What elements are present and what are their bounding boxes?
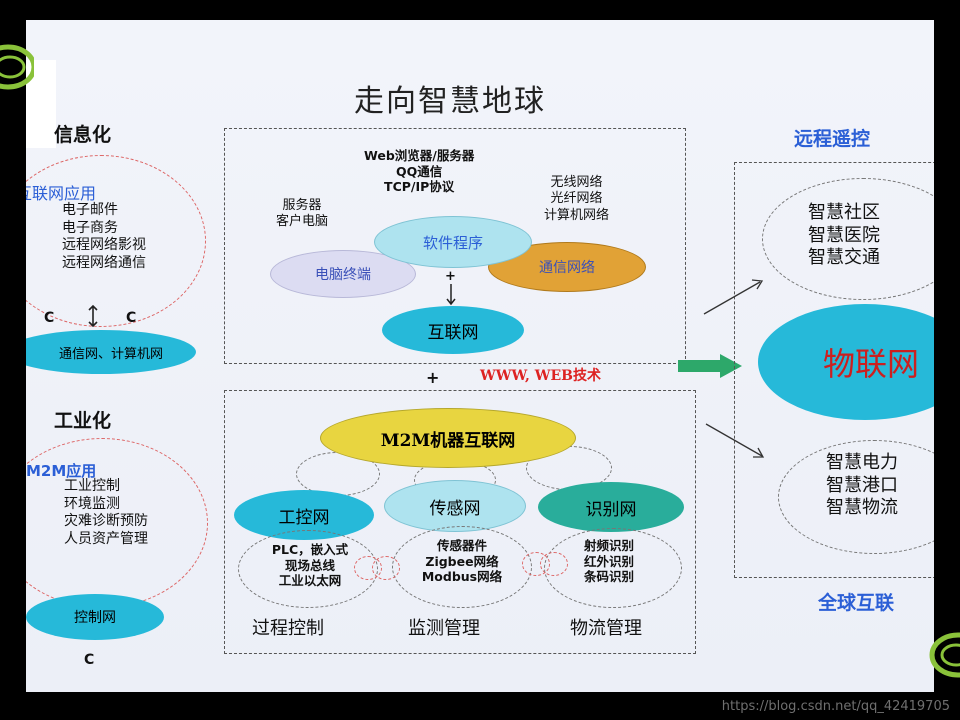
m2m-app-label: M2M应用 <box>26 462 97 480</box>
iot-label: 物联网 <box>822 345 919 383</box>
internet-app-label: 互联网应用 <box>26 184 97 203</box>
internet-app-item: 远程网络通信 <box>62 254 146 271</box>
iot-oval: 物联网 <box>758 304 934 420</box>
rfid-line: 红外识别 <box>583 553 634 569</box>
plc-lines: PLC，嵌入式 现场总线 工业以太网 <box>252 542 368 589</box>
web-protocol-lines: Web浏览器/服务器 QQ通信 TCP/IP协议 <box>364 148 474 195</box>
smart-bottom-item: 智慧物流 <box>826 497 898 518</box>
green-swirl-logo <box>929 632 960 678</box>
green-arrow-icon <box>678 354 742 378</box>
telecom-network-oval: 通信网、计算机网 <box>26 330 196 374</box>
software-oval: 软件程序 <box>374 216 532 268</box>
sensor-line: 传感器件 <box>436 538 487 553</box>
plc-line: 工业以太网 <box>278 573 342 589</box>
internet-label: 互联网 <box>427 322 479 343</box>
control-network-label: 控制网 <box>74 610 116 626</box>
internet-app-item: 远程网络影视 <box>62 237 146 253</box>
rfid-lines: 射频识别 红外识别 条码识别 <box>566 538 652 585</box>
m2m-app-item: 环境监测 <box>64 495 120 512</box>
web-protocol-line: QQ通信 <box>396 163 443 179</box>
c-label-bottom: C <box>84 652 95 668</box>
plc-line: 现场总线 <box>284 557 335 573</box>
wireless-lines: 无线网络 光纤网络 计算机网络 <box>544 175 609 224</box>
smart-top-item: 智慧社区 <box>808 202 880 223</box>
plc-line: PLC，嵌入式 <box>271 542 349 557</box>
comm-network-oval: 通信网络 <box>488 242 646 292</box>
bidirectional-arrow-icon <box>88 304 98 328</box>
identification-net-oval: 识别网 <box>538 482 684 532</box>
web-tech-label: WWW, WEB技术 <box>480 368 601 384</box>
m2m-box <box>224 390 696 654</box>
identification-net-label: 识别网 <box>585 499 637 520</box>
link-circle <box>372 556 400 580</box>
sensor-line: Modbus网络 <box>421 569 503 585</box>
middle-plus: + <box>426 368 440 387</box>
smart-bottom-list: 智慧电力 智慧港口 智慧物流 <box>826 452 898 520</box>
sensor-net-label: 传感网 <box>429 498 481 519</box>
smart-bottom-item: 智慧电力 <box>826 452 898 473</box>
link-circle <box>540 552 568 576</box>
sensor-line: Zigbee网络 <box>425 553 499 569</box>
telecom-network-label: 通信网、计算机网 <box>58 346 163 362</box>
watermark-url: https://blog.csdn.net/qq_42419705 <box>721 699 950 714</box>
control-network-oval: 控制网 <box>26 594 164 640</box>
iot-box <box>734 162 934 578</box>
slide: 走向智慧地球 信息化 互联网应用 电子邮件 电子商务 远程网络影视 远程网络通信… <box>26 20 934 692</box>
smart-top-item: 智慧交通 <box>808 247 880 268</box>
industry-heading: 工业化 <box>54 410 112 432</box>
m2m-app-list: 工业控制 环境监测 灾难诊断预防 人员资产管理 <box>64 478 148 548</box>
info-heading: 信息化 <box>54 124 112 146</box>
arrows-to-right-icon <box>703 279 765 458</box>
m2m-app-item: 工业控制 <box>64 478 120 494</box>
rfid-line: 射频识别 <box>583 538 634 553</box>
sensor-lines: 传感器件 Zigbee网络 Modbus网络 <box>406 538 518 585</box>
web-protocol-line: TCP/IP协议 <box>384 179 455 195</box>
rfid-line: 条码识别 <box>583 569 634 585</box>
server-lines: 服务器 客户电脑 <box>276 198 328 231</box>
internet-app-item: 电子邮件 <box>62 202 118 218</box>
smart-top-item: 智慧医院 <box>808 224 880 246</box>
server-line: 服务器 <box>282 198 322 213</box>
smart-bottom-item: 智慧港口 <box>826 474 898 496</box>
smart-top-list: 智慧社区 智慧医院 智慧交通 <box>808 202 880 270</box>
m2m-oval: M2M机器互联网 <box>320 408 576 468</box>
internet-oval: 互联网 <box>382 306 524 354</box>
m2m-app-item: 灾难诊断预防 <box>64 513 148 529</box>
slide-title: 走向智慧地球 <box>354 84 546 119</box>
pc-terminal-label: 电脑终端 <box>315 267 371 283</box>
industrial-control-label: 工控网 <box>278 507 330 528</box>
web-protocol-line: Web浏览器/服务器 <box>364 148 475 163</box>
internet-box <box>224 128 686 364</box>
process-control-label: 过程控制 <box>252 618 324 639</box>
c-label-left: C <box>44 310 55 326</box>
m2m-app-item: 人员资产管理 <box>64 530 148 547</box>
internet-app-list: 电子邮件 电子商务 远程网络影视 远程网络通信 <box>62 202 146 272</box>
wireless-line: 无线网络 <box>550 175 603 190</box>
server-line: 客户电脑 <box>276 214 329 230</box>
software-label: 软件程序 <box>422 233 483 252</box>
wireless-line: 计算机网络 <box>544 207 610 223</box>
logistics-label: 物流管理 <box>570 618 642 639</box>
comm-network-label: 通信网络 <box>539 260 595 276</box>
down-arrow-icon <box>446 284 456 306</box>
plus-small: + <box>445 269 456 284</box>
monitoring-label: 监测管理 <box>408 618 480 639</box>
internet-app-item: 电子商务 <box>62 219 118 236</box>
m2m-label: M2M机器互联网 <box>380 430 516 451</box>
remote-control-heading: 远程遥控 <box>794 128 871 150</box>
green-swirl-logo <box>0 44 34 90</box>
c-label-right: C <box>126 310 137 326</box>
wireless-line: 光纤网络 <box>550 191 603 207</box>
sensor-net-oval: 传感网 <box>384 480 526 532</box>
global-heading: 全球互联 <box>818 592 895 614</box>
